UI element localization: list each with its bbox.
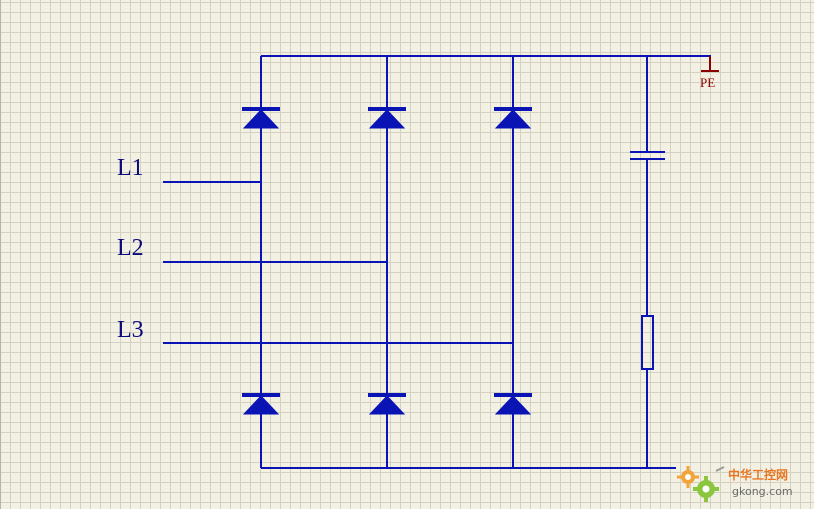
pe-terminal-symbol xyxy=(701,56,719,72)
phase-l2-label: L2 xyxy=(117,235,144,261)
diode-upper-1 xyxy=(242,107,280,129)
diode-upper-2 xyxy=(368,107,406,129)
watermark-logo: 中华工控网 gkong.com xyxy=(677,466,793,502)
pe-label: PE xyxy=(700,75,715,90)
phase-l1-label: L1 xyxy=(117,155,144,181)
diode-lower-3 xyxy=(494,393,532,415)
diode-lower-1 xyxy=(242,393,280,415)
watermark-site-name: 中华工控网 xyxy=(728,467,788,482)
gear-icon xyxy=(677,466,725,502)
diode-lower-2 xyxy=(368,393,406,415)
diode-upper-3 xyxy=(494,107,532,129)
phase-l3-label: L3 xyxy=(117,317,144,343)
resistor xyxy=(641,315,654,370)
capacitor xyxy=(630,151,665,160)
watermark-domain: gkong.com xyxy=(732,485,793,498)
